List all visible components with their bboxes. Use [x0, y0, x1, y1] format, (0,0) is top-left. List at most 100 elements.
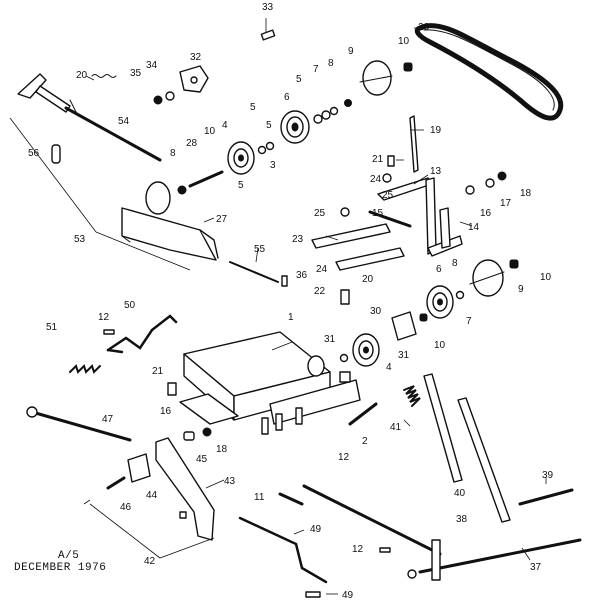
bolt-22 — [340, 289, 350, 305]
callout-10a: 10 — [398, 36, 410, 47]
callout-5c: 5 — [266, 120, 272, 131]
callout-2: 2 — [362, 436, 368, 447]
callout-5b: 5 — [250, 102, 256, 113]
callout-17: 17 — [500, 198, 512, 209]
nut-10-mid — [419, 313, 428, 322]
callout-44: 44 — [146, 490, 158, 501]
callout-42: 42 — [144, 556, 156, 567]
callout-36: 36 — [296, 270, 308, 281]
callout-9b: 9 — [518, 284, 524, 295]
rod-19 — [409, 115, 419, 173]
callout-16b: 16 — [160, 406, 172, 417]
callout-34: 34 — [146, 60, 158, 71]
washer-34 — [165, 91, 175, 101]
nut-25 — [340, 207, 350, 217]
rod-49 — [238, 516, 328, 584]
callout-24b: 24 — [316, 264, 328, 275]
bolt-21 — [387, 155, 395, 167]
spacer-45 — [183, 431, 195, 441]
callout-37: 37 — [530, 562, 542, 573]
callout-53: 53 — [74, 234, 86, 245]
callout-31b: 31 — [398, 350, 410, 361]
callout-49b: 49 — [342, 590, 354, 601]
callout-39: 39 — [542, 470, 554, 481]
callout-38: 38 — [456, 514, 468, 525]
callout-45: 45 — [196, 454, 208, 465]
callout-9a: 9 — [348, 46, 354, 57]
callout-27: 27 — [216, 214, 228, 225]
callout-50: 50 — [124, 300, 136, 311]
callout-35: 35 — [130, 68, 142, 79]
callout-6a: 6 — [284, 92, 290, 103]
callout-8b: 8 — [170, 148, 176, 159]
callout-4a: 4 — [222, 120, 228, 131]
callout-10d: 10 — [434, 340, 446, 351]
callout-5d: 5 — [238, 180, 244, 191]
callout-12a: 12 — [98, 312, 110, 323]
spring-20-top — [91, 74, 117, 78]
lever-50 — [106, 314, 178, 354]
callout-6b: 6 — [436, 264, 442, 275]
nut-10-right — [509, 259, 519, 269]
callout-16a: 16 — [480, 208, 492, 219]
callout-19: 19 — [430, 125, 442, 136]
rod-55 — [229, 261, 279, 283]
callout-24a: 24 — [370, 174, 382, 185]
callout-47: 47 — [102, 414, 114, 425]
callout-12b: 12 — [338, 452, 350, 463]
callout-21b: 21 — [152, 366, 164, 377]
callout-25b: 25 — [314, 208, 326, 219]
bolt-28 — [177, 170, 224, 195]
callout-10b: 10 — [204, 126, 216, 137]
pulley-6-top — [280, 110, 310, 144]
callout-1: 1 — [288, 312, 294, 323]
callout-18b: 18 — [216, 444, 228, 455]
callout-31a: 31 — [324, 334, 336, 345]
callout-20a: 20 — [76, 70, 88, 81]
shift-lever-54 — [17, 73, 162, 162]
spacers-5-7-8-top — [313, 99, 352, 124]
callout-5a: 5 — [296, 74, 302, 85]
callout-7a: 7 — [313, 64, 319, 75]
callout-33: 33 — [262, 2, 274, 13]
bracket-32 — [179, 65, 209, 93]
nut-10-top — [403, 62, 413, 72]
callout-49a: 49 — [310, 524, 322, 535]
rod-47 — [26, 406, 132, 442]
disc-9-top — [359, 60, 393, 96]
disc-9-right — [469, 259, 505, 297]
bolt-21-lower — [167, 382, 177, 396]
pulley-6-right — [426, 285, 465, 319]
clip-36 — [281, 275, 288, 287]
rod-15 — [368, 210, 412, 228]
callout-30: 30 — [370, 306, 382, 317]
plate-30 — [391, 311, 417, 341]
rod-39 — [518, 488, 574, 506]
callout-22: 22 — [314, 286, 326, 297]
callout-32: 32 — [190, 52, 202, 63]
callout-15: 15 — [372, 208, 384, 219]
plate-23 — [311, 223, 405, 271]
callout-labels: 33 26 32 10 9 20 35 34 8 7 5 6 5 5 19 54… — [28, 2, 554, 601]
plate-16 — [179, 393, 239, 425]
nut-24 — [382, 173, 392, 183]
pin-12-top — [103, 329, 115, 335]
callout-4b: 4 — [386, 362, 392, 373]
screw-33 — [260, 29, 276, 41]
callout-28: 28 — [186, 138, 198, 149]
callout-43: 43 — [224, 476, 236, 487]
callout-18a: 18 — [520, 188, 532, 199]
hardware-16-17-18 — [465, 171, 507, 195]
document-code: A/5 — [58, 550, 80, 562]
spring-41 — [403, 385, 421, 407]
callout-41: 41 — [390, 422, 402, 433]
pulley-4-left — [227, 141, 255, 175]
bracket-43 — [155, 437, 215, 541]
callout-26: 26 — [418, 22, 430, 33]
belt-26 — [414, 23, 564, 121]
bracket-27 — [121, 181, 219, 261]
nut-18-lower — [202, 427, 212, 437]
bracket-44 — [127, 453, 151, 483]
bracket-14 — [439, 207, 451, 249]
callout-40: 40 — [454, 488, 466, 499]
